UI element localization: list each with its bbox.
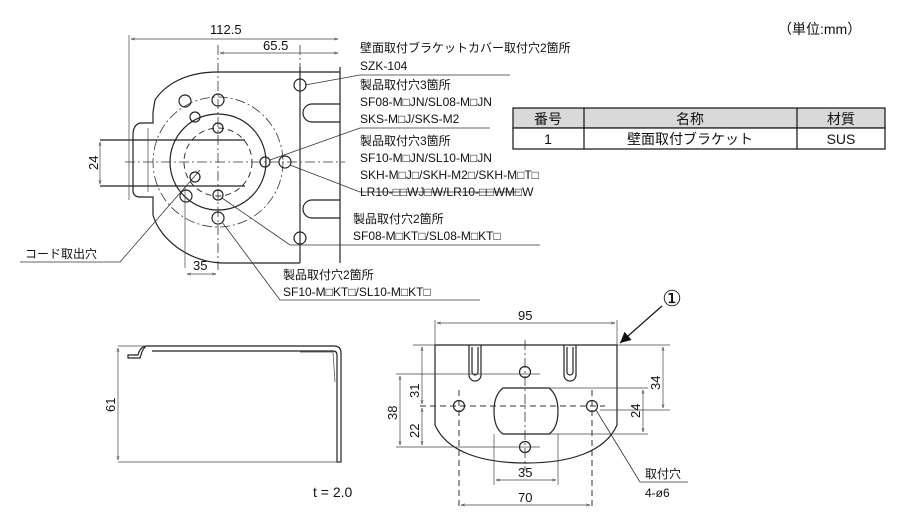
mounting-holes bbox=[178, 78, 307, 245]
note-line: SF10-M□KT□/SL10-M□KT□ bbox=[283, 285, 431, 299]
note-line: SKH-M□J□/SKH-M2□/SKH-M□T□ bbox=[360, 168, 539, 182]
annotation-notes: 壁面取付ブラケットカバー取付穴2箇所 SZK-104 製品取付穴3箇所 SF08… bbox=[283, 40, 571, 299]
dim-70: 70 bbox=[518, 490, 532, 505]
slot-upper bbox=[302, 103, 340, 123]
cell-name: 壁面取付ブラケット bbox=[627, 131, 753, 147]
dim-38: 38 bbox=[385, 406, 400, 420]
header-number: 番号 bbox=[534, 111, 562, 127]
note-title: 製品取付穴2箇所 bbox=[353, 211, 444, 226]
dim-31: 31 bbox=[407, 384, 422, 398]
cell-number: 1 bbox=[544, 131, 552, 147]
dim-24: 24 bbox=[628, 404, 643, 418]
cord-outlet-label: コード取出穴 bbox=[25, 246, 97, 261]
dim-65-5: 65.5 bbox=[263, 38, 288, 53]
hole-label: 取付穴 bbox=[645, 466, 681, 481]
dim-112-5: 112.5 bbox=[210, 22, 242, 37]
dim-24-top: 24 bbox=[86, 156, 101, 170]
note-title: 製品取付穴3箇所 bbox=[360, 133, 451, 148]
front-plate-outline bbox=[434, 344, 618, 464]
note-line: SKS-M□J/SKS-M2 bbox=[360, 112, 460, 126]
dim-95: 95 bbox=[518, 308, 532, 323]
note-line: LR10-□□WJ□W/LR10-□□WM□W bbox=[360, 185, 534, 199]
note-cover-holes-title: 壁面取付ブラケットカバー取付穴2箇所 bbox=[360, 40, 571, 55]
dim-61: 61 bbox=[103, 398, 118, 412]
top-view: 112.5 65.5 24 35 コード取出穴 bbox=[20, 22, 540, 301]
note-line: SZK-104 bbox=[360, 59, 408, 73]
mounting-holes-4-d6 bbox=[452, 365, 599, 454]
table-row bbox=[512, 127, 886, 150]
units-label: （単位:mm） bbox=[778, 21, 861, 37]
part-marker-1: ① bbox=[662, 286, 682, 311]
center-cutout bbox=[493, 387, 559, 435]
dim-35-top: 35 bbox=[193, 258, 207, 273]
header-name: 名称 bbox=[676, 111, 704, 127]
top-view-outline bbox=[132, 71, 340, 264]
note-title: 製品取付穴3箇所 bbox=[360, 77, 451, 92]
front-view: 95 70 35 38 31 22 24 34 取付穴 4-ø6 ① bbox=[385, 286, 688, 510]
note-title: 製品取付穴2箇所 bbox=[283, 267, 374, 282]
dim-22: 22 bbox=[407, 424, 422, 438]
cell-material: SUS bbox=[827, 131, 856, 147]
note-line: SF08-M□JN/SL08-M□JN bbox=[360, 95, 492, 109]
dim-35: 35 bbox=[518, 465, 532, 480]
note-line: SF10-M□JN/SL10-M□JN bbox=[360, 151, 492, 165]
thickness-label: t = 2.0 bbox=[313, 484, 353, 500]
side-view: 61 t = 2.0 bbox=[103, 345, 353, 500]
slot-lower bbox=[302, 199, 340, 219]
dim-34: 34 bbox=[648, 376, 663, 390]
parts-table: 番号 名称 材質 1 壁面取付ブラケット SUS bbox=[512, 107, 886, 150]
hole-spec: 4-ø6 bbox=[645, 486, 670, 500]
note-line: SF08-M□KT□/SL08-M□KT□ bbox=[353, 229, 501, 243]
header-material: 材質 bbox=[827, 111, 855, 127]
